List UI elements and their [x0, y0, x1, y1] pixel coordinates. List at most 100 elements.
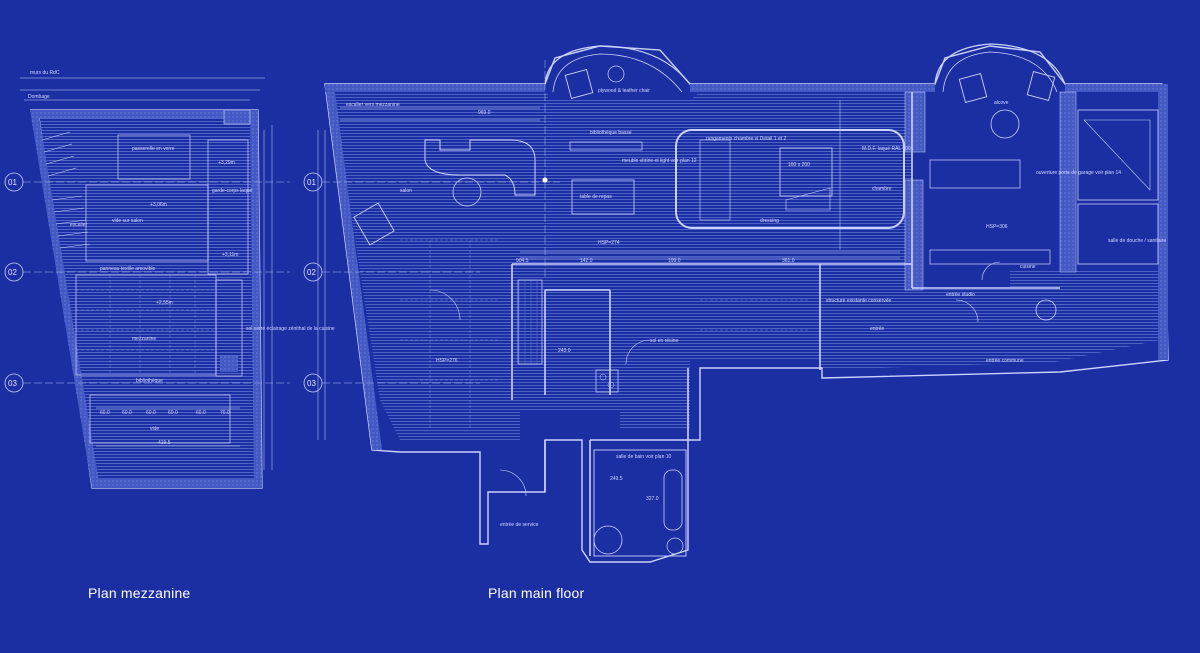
axis-label-02: 02	[8, 268, 17, 277]
mezz-label-stair: escalier	[70, 222, 88, 228]
mezz-label-level-mid: +3,06m	[150, 202, 167, 208]
bibli-low	[569, 141, 643, 151]
label-alcove: alcove	[994, 100, 1009, 106]
mezz-label-level-high: +3,11m	[222, 252, 238, 258]
salon-armchair	[353, 202, 395, 246]
mezzanine-glass-fill	[220, 356, 238, 372]
axis-label-01: 01	[8, 178, 17, 187]
main-dim: 199.0	[668, 258, 681, 264]
kitchen-counter	[929, 159, 1021, 189]
main-pillar-2	[904, 179, 924, 291]
main-dim: 243.0	[558, 348, 571, 354]
mezzanine-panel	[207, 139, 249, 275]
mezzanine-pillar-top	[223, 109, 251, 125]
bay-left-chair	[564, 69, 594, 99]
main-pillar-1	[904, 91, 926, 153]
main-wall-right	[1158, 84, 1168, 360]
main-axis-01: 01	[303, 172, 560, 192]
label-hsp2: HSP=306	[986, 224, 1008, 230]
main-axis-03: 03	[303, 373, 480, 393]
main-dim: 249.5	[610, 476, 623, 482]
mezz-label-top-left: murs du RdC	[30, 70, 60, 76]
doors	[429, 261, 1001, 497]
bay-window-left-inner	[552, 53, 683, 93]
shower-tray	[1083, 119, 1151, 191]
mezzanine-floor-area	[38, 118, 254, 478]
main-wall-left	[325, 84, 382, 450]
mezz-label-glass-floor: sol verre éclairage zénithal de la cuisi…	[246, 326, 335, 332]
kitchen-counter-2	[929, 249, 1051, 265]
toilet-room	[1077, 203, 1159, 265]
main-dim: 969.0	[478, 110, 491, 116]
mezzanine-axis-03: 03	[4, 373, 290, 393]
main-interior-walls	[511, 92, 1060, 556]
label-salon: salon	[400, 188, 412, 194]
mezzanine-shelf	[89, 394, 231, 444]
bathtub	[663, 469, 683, 531]
mezz-dim: 60.0	[196, 410, 206, 416]
caption-main-floor: Plan main floor	[488, 585, 585, 601]
bay-window-right-inner	[942, 51, 1058, 93]
main-grid	[400, 239, 810, 430]
mezz-dim: 60.0	[168, 410, 178, 416]
mezz-dim: 60.0	[100, 410, 110, 416]
label-douche: salle de douche / sanitaire	[1108, 238, 1166, 244]
mezzanine-wall-left	[30, 110, 100, 488]
main-floor-plan: 01 02 03 salon escalier vers mezzanine p…	[303, 43, 1169, 563]
mezz-label-bibli: bibliothèque	[136, 378, 163, 384]
bay-window-left	[544, 45, 691, 85]
main-axis-02: 02	[303, 262, 480, 282]
label-meuble: meuble vitrine et light voir plan 12	[622, 158, 697, 164]
label-bibli: bibliothèque basse	[590, 130, 632, 136]
salon-coffee-table	[452, 177, 482, 207]
axis-label-02: 02	[307, 268, 316, 277]
mezzanine-wall-bottom	[92, 478, 262, 488]
label-dressing: dressing	[760, 218, 779, 224]
main-dim: 142.0	[580, 258, 593, 264]
dining-table	[571, 179, 635, 215]
main-dim: 361.0	[782, 258, 795, 264]
label-hsp3: HSP=276	[436, 358, 458, 364]
bathroom	[593, 449, 687, 557]
label-hsp1: HSP=274	[598, 240, 620, 246]
main-wall-top-right	[1065, 84, 1162, 92]
label-entree-commune: entrée commune	[986, 358, 1024, 364]
mezz-label-passerelle: passerelle en verre	[132, 146, 175, 152]
main-wall-top-left	[325, 84, 545, 92]
label-entree-service: entrée de service	[500, 522, 539, 528]
round-shower	[593, 525, 623, 555]
main-pillar-3	[1059, 91, 1077, 273]
mezz-label-void-bottom: vide	[150, 426, 159, 432]
mezz-dim-bottom: 419.5	[158, 440, 171, 446]
mezz-label-panel: panneau textile amovible	[100, 266, 156, 272]
main-floor-area	[332, 92, 1160, 440]
label-entree: entrée	[870, 326, 884, 332]
mezzanine-plan: 01 02 03 murs du RdC Dombage passerelle …	[4, 70, 335, 489]
label-lit: 160 x 200	[788, 162, 810, 168]
main-dims: 969.0 904.5 142.0 199.0 361.0 243.0 327.…	[478, 110, 795, 502]
studio-sink	[1035, 299, 1057, 321]
salon-sofa	[424, 139, 536, 196]
bay-right-chair-1	[958, 73, 988, 103]
mezz-label-level-top: +3,29m	[218, 160, 235, 166]
mezz-label-void: vide sur salon	[112, 218, 143, 224]
mezz-label-overhang: Dombage	[28, 94, 50, 100]
mezzanine-axis-01: 01	[4, 172, 290, 192]
hob-1	[599, 373, 607, 381]
mezzanine-stairs	[41, 131, 91, 249]
label-structure: structure existante conservée	[826, 298, 892, 304]
kitchen-block	[517, 279, 543, 365]
mezzanine-wall-fill	[30, 110, 258, 118]
bay-left-table	[607, 65, 625, 83]
main-wall-top-mid	[690, 84, 935, 92]
mezzanine-passerelle	[117, 134, 191, 180]
label-sol: sol en résine	[650, 338, 679, 344]
caption-mezzanine: Plan mezzanine	[88, 585, 191, 601]
axis-label-03: 03	[8, 379, 17, 388]
bay-right-table	[990, 109, 1020, 139]
bed-sheet	[785, 187, 831, 211]
mezz-dim: 70.0	[220, 410, 230, 416]
axis-label-01: 01	[307, 178, 316, 187]
